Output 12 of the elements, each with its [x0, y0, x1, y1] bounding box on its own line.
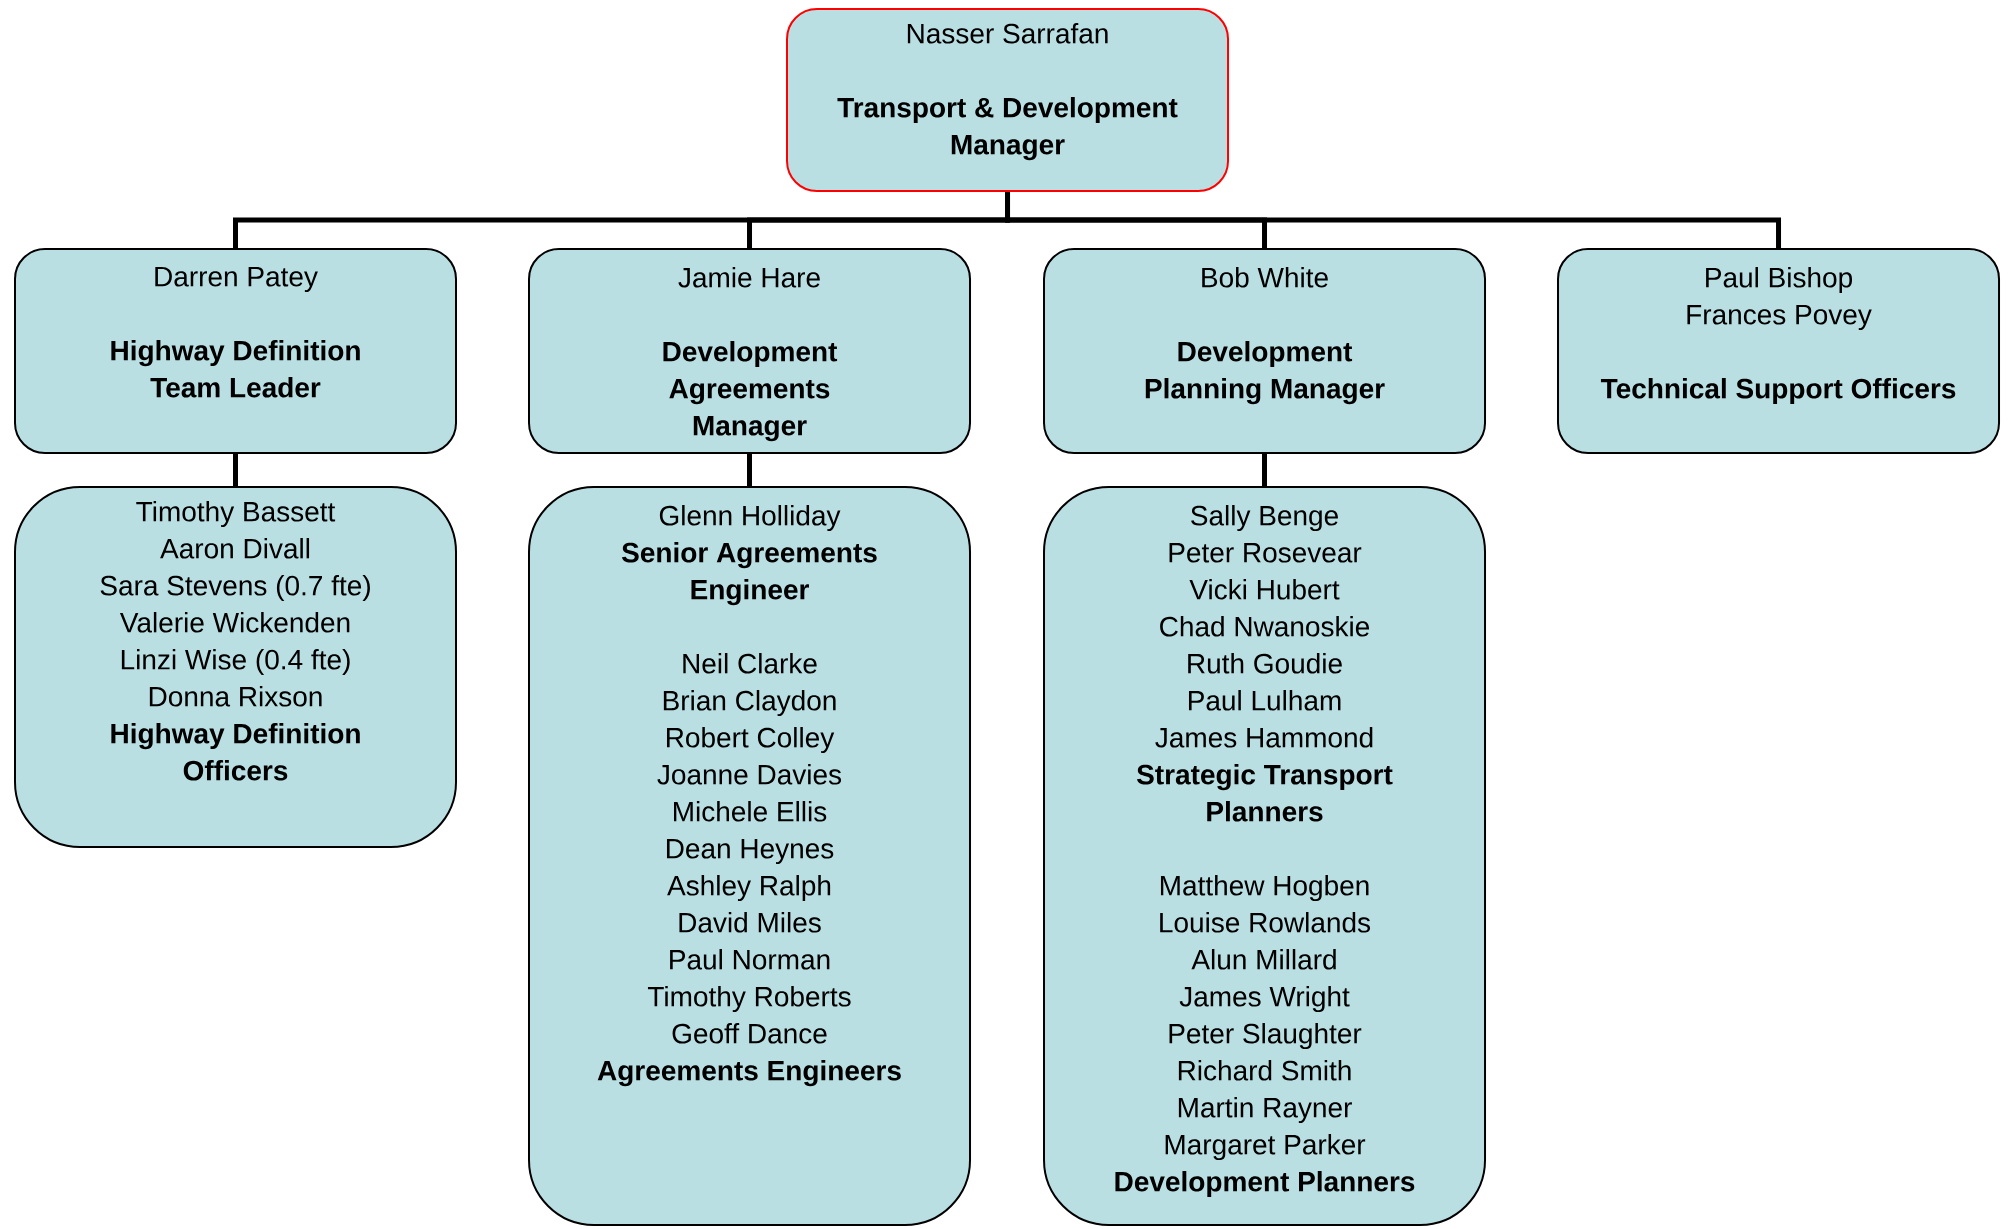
- org-box: Sally Benge Peter Rosevear Vicki Hubert Chad Nwanoskie Ruth Goudie Paul Lulham James Hammond Strategic Transport Planners Matthew Hogben Louise Rowlands Alun Millard James Wright Peter Slaughter Richard Smith Martin Rayner Margaret Parker Development Planners: [1043, 486, 1486, 1227]
- connector-line: [1262, 454, 1267, 486]
- connector-line: [233, 454, 238, 486]
- org-box: Nasser Sarrafan Transport & Development Manager: [786, 8, 1229, 192]
- org-box: Jamie Hare Development Agreements Manager: [528, 248, 971, 454]
- org-box: Glenn Holliday Senior Agreements Engineer Neil Clarke Brian Claydon Robert Colley Joanne Davies Michele Ellis Dean Heynes Ashley Ralph David Miles Paul Norman Timothy Roberts Geoff Dance Agreements Engineers: [528, 486, 971, 1227]
- org-box: Timothy Bassett Aaron Divall Sara Stevens (0.7 fte) Valerie Wickenden Linzi Wise (0.4 fte) Donna Rixson Highway Definition Officers: [14, 486, 457, 848]
- org-box: Paul Bishop Frances Povey Technical Support Officers: [1557, 248, 2001, 454]
- connector-line: [1005, 192, 1781, 248]
- org-box: Darren Patey Highway Definition Team Leader: [14, 248, 457, 454]
- connector-line: [747, 454, 752, 486]
- org-box: Bob White Development Planning Manager: [1043, 248, 1486, 454]
